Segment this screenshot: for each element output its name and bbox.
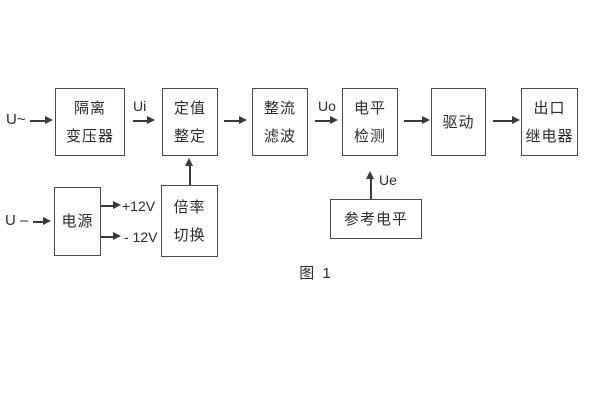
block-rectifier-filter: 整流 滤波 xyxy=(252,88,308,156)
arrow-ue-icon xyxy=(367,171,374,199)
block-level-detection: 电平 检测 xyxy=(342,88,398,156)
arrow-ui-icon xyxy=(133,117,155,124)
block-label: 参考电平 xyxy=(343,210,408,228)
block-label: 变压器 xyxy=(65,127,114,145)
arrow-input-ac-icon xyxy=(30,117,53,124)
arrow-input-dc-icon xyxy=(33,218,51,225)
block-output-relay: 出口 继电器 xyxy=(521,88,578,156)
block-reference-level: 参考电平 xyxy=(330,199,422,239)
block-label: 电平 xyxy=(353,99,386,117)
block-label: 切换 xyxy=(173,226,206,244)
block-label: 整定 xyxy=(173,127,206,145)
signal-label-input-ac: U~ xyxy=(6,111,26,128)
block-label: 滤波 xyxy=(263,127,296,145)
signal-label-ui: Ui xyxy=(133,98,147,114)
block-label: 电源 xyxy=(61,213,94,230)
block-label: 继电器 xyxy=(525,127,574,145)
arrow-drive-to-relay-icon xyxy=(493,117,520,124)
block-label: 检测 xyxy=(353,127,386,145)
arrow-uo-icon xyxy=(315,117,338,124)
block-label: 隔离 xyxy=(73,99,106,117)
block-drive: 驱动 xyxy=(431,88,486,156)
arrow-set-to-rect-icon xyxy=(224,117,247,124)
block-isolation-transformer: 隔离 变压器 xyxy=(55,88,125,156)
signal-label-input-dc: U – xyxy=(5,212,29,229)
signal-label-plus12v: +12V xyxy=(122,198,156,214)
signal-label-uo: Uo xyxy=(318,98,336,114)
arrow-plus12v-icon xyxy=(101,202,121,209)
figure-caption: 图 1 xyxy=(299,265,333,282)
block-label: 定值 xyxy=(173,99,206,117)
signal-label-ue: Ue xyxy=(379,172,397,188)
block-setting-adjustment: 定值 整定 xyxy=(162,88,218,156)
block-ratio-switch: 倍率 切换 xyxy=(161,185,218,257)
arrow-ratio-to-setting-icon xyxy=(186,158,193,185)
arrow-minus12v-icon xyxy=(101,233,121,240)
block-label: 出口 xyxy=(533,99,566,117)
signal-label-minus12v: - 12V xyxy=(124,229,158,245)
block-power-supply: 电源 xyxy=(54,187,101,256)
block-label: 倍率 xyxy=(173,198,206,216)
arrow-level-to-drive-icon xyxy=(404,117,430,124)
block-label: 整流 xyxy=(263,99,296,117)
block-label: 驱动 xyxy=(442,113,475,131)
